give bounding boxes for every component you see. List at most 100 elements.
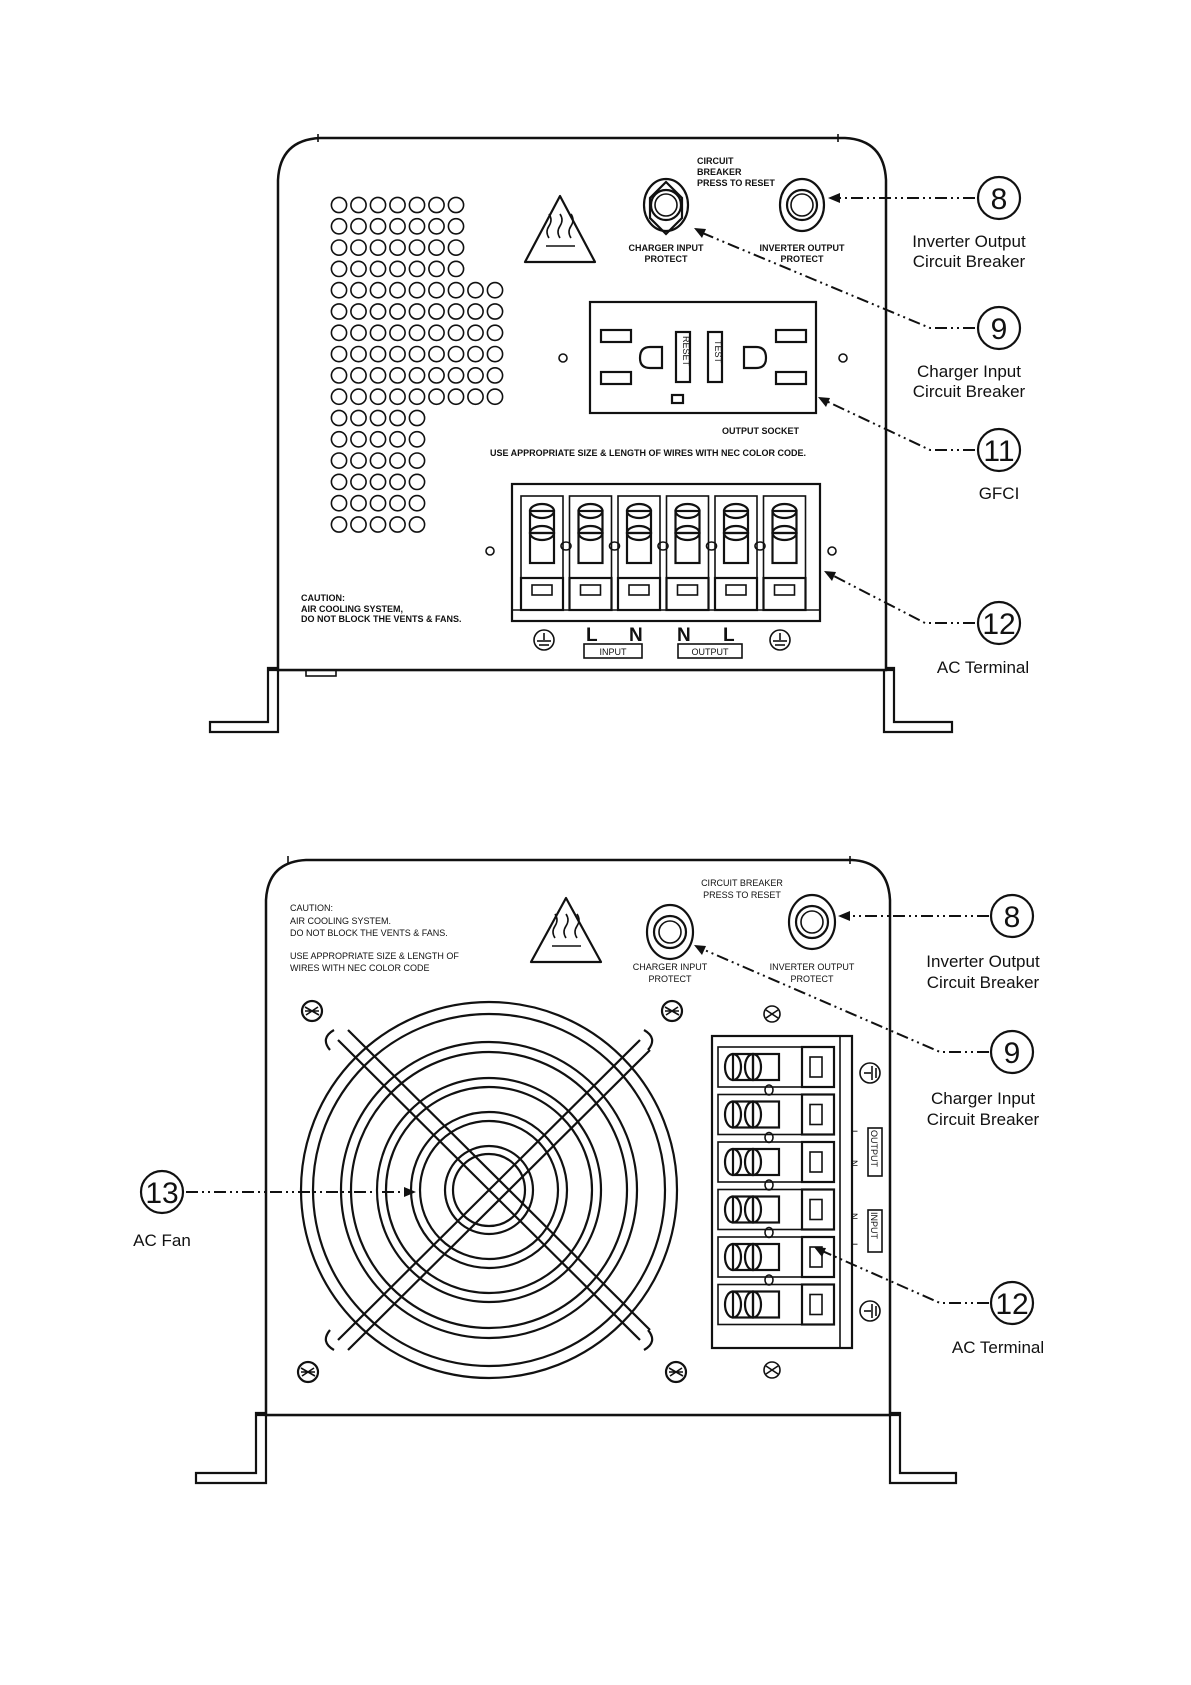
vent-hole [369,217,387,235]
top-callout-9-label-2: Circuit Breaker [913,382,1026,401]
vent-hole [330,324,348,342]
bottom-callout-8-label-2: Circuit Breaker [927,973,1040,992]
vent-hole [408,409,426,427]
vent-hole [350,409,367,427]
bottom-callout-9-label-1: Charger Input [931,1089,1035,1108]
vent-hole [330,473,348,491]
bottom-terminal-N-input: N [849,1213,859,1220]
vent-hole [350,217,367,235]
vent-hole [428,239,445,256]
bottom-terminal-L-output: L [849,1130,859,1135]
bottom-caution-2: AIR COOLING SYSTEM. [290,916,391,926]
terminal-post [519,495,565,612]
vent-hole [369,452,387,469]
vent-hole [408,452,426,469]
terminal-post [762,495,807,612]
vent-hole [330,494,348,512]
terminal-post [568,495,613,612]
top-inverter-output-breaker[interactable] [778,177,826,233]
vent-hole [428,345,445,363]
bottom-charger-input-breaker[interactable] [645,903,695,961]
top-callout-11: 11 GFCI [818,397,1022,503]
top-terminal-L-input: L [586,625,598,646]
gfci-output-socket[interactable]: RESET TEST [588,300,818,415]
vent-hole [369,239,387,256]
vent-hole [350,260,367,278]
top-caution-2: AIR COOLING SYSTEM, [301,604,403,614]
vent-hole [447,388,465,406]
bottom-ac-terminal-block[interactable] [710,1034,854,1350]
top-callout-9: 9 Charger Input Circuit Breaker [694,228,1026,401]
terminal-post [717,1093,836,1136]
vent-hole [369,473,387,491]
vent-hole [389,409,406,427]
vent-hole [369,303,387,320]
top-caution-3: DO NOT BLOCK THE VENTS & FANS. [301,614,462,624]
vent-hole [330,217,348,235]
bottom-wire-note-2: WIRES WITH NEC COLOR CODE [290,963,430,973]
bottom-callout-9-label-2: Circuit Breaker [927,1110,1040,1129]
top-callout-12-number: 12 [982,608,1015,641]
vent-hole [350,473,367,491]
vent-hole [330,196,348,214]
top-charger-input-breaker[interactable] [642,177,690,236]
fan-screw-tl [300,999,324,1023]
bottom-inverter-output-breaker[interactable] [787,893,837,951]
bottom-input-label: INPUT [869,1212,879,1240]
top-ac-terminal-block[interactable] [510,482,822,623]
vent-hole [389,494,406,512]
vent-hole [350,366,367,384]
top-terminal-L-output: L [723,625,735,646]
vent-hole [330,516,348,533]
vent-hole [467,366,484,384]
vent-hole [350,494,367,512]
vent-hole [330,409,348,427]
terminal-post [665,495,710,612]
vent-hole [428,324,445,342]
top-vent-holes [330,196,504,533]
vent-hole [486,281,504,299]
vent-hole [330,281,348,299]
vent-hole [486,345,504,363]
bottom-terminal-L-input: L [849,1243,859,1248]
vent-hole [428,217,445,235]
vent-hole [447,260,465,278]
vent-hole [447,239,465,256]
vent-hole [369,345,387,363]
vent-hole [389,324,406,342]
bottom-inverter-output-protect-1: INVERTER OUTPUT [770,962,855,972]
vent-hole [369,196,387,214]
top-callout-11-label: GFCI [979,484,1020,503]
vent-hole [389,366,406,384]
vent-hole [389,196,406,214]
vent-hole [447,196,465,214]
vent-hole [467,281,484,299]
top-callout-8-label-2: Circuit Breaker [913,252,1026,271]
vent-hole [389,281,406,299]
vent-hole [447,366,465,384]
top-input-label: INPUT [600,647,628,657]
vent-hole [428,260,445,278]
vent-hole [350,388,367,406]
bottom-callout-13-label: AC Fan [133,1231,191,1250]
top-terminal-N-input: N [629,625,643,646]
vent-hole [428,366,445,384]
vent-hole [486,303,504,320]
bottom-circuit-breaker-text-2: PRESS TO RESET [703,890,781,900]
top-terminal-N-output: N [677,625,691,646]
ac-fan [299,1000,679,1380]
vent-hole [408,345,426,363]
vent-hole [369,409,387,427]
top-output-label: OUTPUT [692,647,730,657]
vent-hole [369,260,387,278]
bottom-left-mounting-foot [194,1411,268,1485]
vent-hole [408,281,426,299]
vent-hole [486,388,504,406]
vent-hole [389,260,406,278]
bottom-callout-9-number: 9 [1004,1037,1021,1070]
vent-hole [330,345,348,363]
bottom-callout-12-number: 12 [995,1288,1028,1321]
vent-hole [408,260,426,278]
terminal-post [713,495,759,612]
top-callout-9-number: 9 [991,313,1008,346]
